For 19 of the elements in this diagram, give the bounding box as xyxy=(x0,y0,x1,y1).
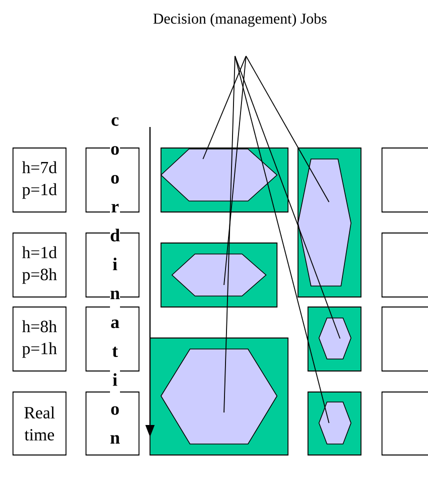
leader-line xyxy=(202,56,246,160)
empty-box xyxy=(382,392,428,456)
label-box: Real time xyxy=(12,392,66,456)
leader-line xyxy=(246,56,330,202)
empty-box xyxy=(382,232,428,298)
heading: Decision (management) Jobs xyxy=(153,13,327,27)
empty-box xyxy=(382,148,428,212)
hexagon xyxy=(318,402,352,444)
hexagon xyxy=(160,348,278,444)
hexagon xyxy=(298,158,352,286)
vertical-word: coordination xyxy=(110,117,120,444)
hexagon xyxy=(318,318,352,360)
label-box: h=1d p=8h xyxy=(12,232,66,298)
leader-line xyxy=(234,56,330,424)
leader-line xyxy=(224,56,236,413)
label-box: h=8h p=1h xyxy=(12,306,66,372)
empty-box xyxy=(382,306,428,372)
leader-line xyxy=(224,56,246,286)
label-box: h=7d p=1d xyxy=(12,148,66,212)
